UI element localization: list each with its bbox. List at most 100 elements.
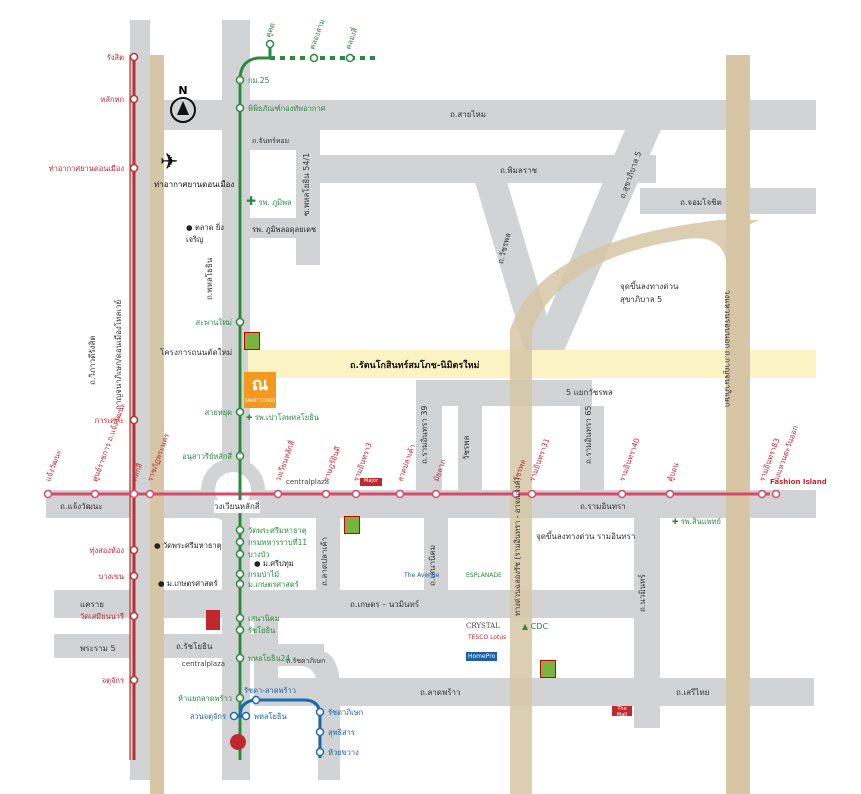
green-station-marker	[235, 103, 245, 113]
red-station-marker	[129, 163, 139, 173]
big-c-icon	[244, 332, 260, 350]
road-label-sai-mai: ถ.สายไหม	[450, 110, 487, 119]
green-station-marker	[235, 569, 245, 579]
road-label-kanchana: กาญจนาภิเษก/ดอนเมืองโทลเวย์	[114, 299, 123, 410]
red-station-marker	[129, 94, 139, 104]
pink-station-marker	[431, 489, 441, 499]
triangle-icon: ▲	[522, 622, 529, 631]
road-label-phimonrat: ถ.พิมลราช	[500, 166, 538, 175]
green-station-label: เสนานิคม	[248, 614, 280, 623]
green-station-marker	[235, 625, 245, 635]
place-rama-hospital: ✚ รพ. ภูมิพล	[246, 194, 292, 209]
green-station-marker	[235, 407, 245, 417]
red-station-label: การเคหะ	[95, 416, 124, 425]
dot-icon: ●	[158, 579, 165, 588]
green-station-marker	[235, 525, 245, 535]
place-sinphaet: ✚ รพ.สินแพทย์	[672, 516, 721, 528]
road-label-lat-phrao: ถ.ลาดพร้าว	[420, 688, 461, 697]
place-cdc: ▲ CDC	[522, 622, 548, 631]
place-prince: ● ม.ศรีปทุม	[254, 558, 294, 570]
green-station-label: ม.เกษตรศาสตร์	[248, 580, 299, 589]
pink-station-marker	[321, 489, 331, 499]
pink-station-marker	[145, 489, 155, 499]
road-soi-54-1	[296, 130, 320, 265]
red-station-label: จตุจักร	[102, 676, 124, 685]
blue-station-marker	[315, 747, 325, 757]
pink-station-marker	[527, 489, 537, 499]
green-station-label: พิพิธภัณฑ์กองทัพอากาศ	[248, 104, 326, 113]
green-station-marker	[235, 537, 245, 547]
place-tesco: TESCO Lotus	[468, 634, 507, 641]
road-label-ratchayothin: ถ.รัชโยธิน	[176, 642, 213, 651]
place-home-pro: HomePro	[466, 652, 498, 661]
pink-station-marker	[273, 489, 283, 499]
place-central-plaza-top: centralplaza	[286, 478, 330, 486]
compass: N	[168, 84, 198, 124]
blue-station-label: รัชดาภิเษก	[328, 708, 363, 717]
road-label-laksi-circle: วงเวียนหลักสี่	[214, 500, 260, 513]
red-station-label: รังสิต	[107, 53, 124, 62]
road-label-soi-54-1: ซ.พหลโยธิน 54/1	[302, 152, 311, 216]
red-label-khae-rai: แคราย	[80, 600, 104, 609]
road-label-ramintra-39: ถ.รามอินทรา 39	[420, 405, 429, 464]
pink-station-label: รามอินทรา3	[351, 441, 373, 483]
road-label-phahon: ถ.พหลโยธิน	[205, 257, 214, 300]
green-station-label: สะพานใหม่	[196, 318, 232, 327]
green-station-label: ห้าแยกลาดพร้าว	[178, 694, 232, 703]
sipathum-icon	[206, 610, 220, 630]
compass-letter: N	[178, 84, 188, 97]
dot-icon: ●	[254, 559, 261, 568]
blue-line	[238, 698, 322, 758]
road-label-sukhapiban-exit: จุดขึ้นลงทางด่วน สุขาภิบาล 5	[620, 282, 679, 304]
green-station-marker	[235, 653, 245, 663]
place-label: รพ.สินแพทย์	[680, 517, 721, 526]
place-bhumibol-hospital: รพ. ภูมิพลอดุลยเดช	[252, 225, 317, 234]
blue-station-marker	[251, 695, 261, 705]
airplane-icon: ✈	[160, 150, 179, 175]
place-label: รพ.เปาโลพหลโยธิน	[254, 413, 319, 422]
road-label-jomjochit: ถ.จอมโจชิต	[680, 198, 722, 207]
red-station-marker	[129, 545, 139, 555]
green-ext-station-label: คลองสาม	[307, 18, 326, 51]
cross-icon: ✚	[246, 194, 257, 208]
place-label: ม.ศรีปทุม	[262, 559, 294, 568]
green-ext-station-marker	[309, 53, 319, 63]
pink-station-label: ลาดปลาเค้า	[395, 443, 417, 483]
place-crystal: CRYSTAL	[466, 622, 500, 630]
road-label-vibhavadi: ถ.วิภาวดีรังสิต	[88, 335, 97, 385]
green-station-label: พหลโยธิน24	[248, 654, 290, 663]
pink-station-marker	[511, 489, 521, 499]
red-station-marker	[129, 571, 139, 581]
big-c-icon	[540, 660, 556, 678]
green-station-label: กรมทหารราบที่11	[248, 537, 307, 547]
road-lat-phrao	[254, 678, 814, 706]
road-label-expressway: ทางด่วนฉลองรัช (รามอินทรา - อาจณรงค์)	[513, 477, 522, 616]
green-station-label: กรมป่าไม้	[248, 570, 279, 579]
road-vibhavadi-tan	[150, 55, 164, 794]
road-label-chan-hom: ถ.จันทร์หอม	[252, 137, 290, 145]
road-vatcharaphol-2	[458, 406, 482, 490]
red-station-label: หลักหก	[100, 95, 124, 104]
pink-station-marker	[90, 489, 100, 499]
road-label-chaengwattana: ถ.แจ้งวัฒนะ	[60, 502, 103, 511]
green-station-label: อนุสาวรีย์หลักสี่	[182, 451, 232, 461]
place-label: ตลาด ยิ่งเจริญ	[186, 223, 224, 244]
place-talad: ● ตลาด ยิ่งเจริญ	[186, 222, 226, 246]
place-label: วัดพระศรีมหาธาตุ	[162, 541, 222, 550]
green-station-marker	[265, 39, 275, 49]
pink-station-label: รามอินทรา40	[617, 437, 641, 483]
green-station-marker	[235, 579, 245, 589]
blue-station-label: สวนจตุจักร	[190, 712, 226, 721]
cross-icon: ✚	[246, 413, 253, 422]
place-kasetsart: ● ม.เกษตรศาสตร์	[158, 578, 218, 590]
road-ramintra-65	[580, 406, 604, 490]
pink-station-marker	[665, 489, 675, 499]
road-label-vatcharaphol-2: วัชรพล	[462, 435, 471, 460]
red-station-label: บางเขน	[99, 572, 124, 581]
compass-arrow-icon	[170, 97, 196, 123]
place-label: รพ. ภูมิพล	[258, 198, 292, 207]
green-station-label: กม.25	[248, 76, 270, 85]
green-station-marker	[235, 613, 245, 623]
project-logo-name: SMART CONDO	[244, 398, 276, 403]
road-sukhapiban-5	[528, 118, 666, 360]
